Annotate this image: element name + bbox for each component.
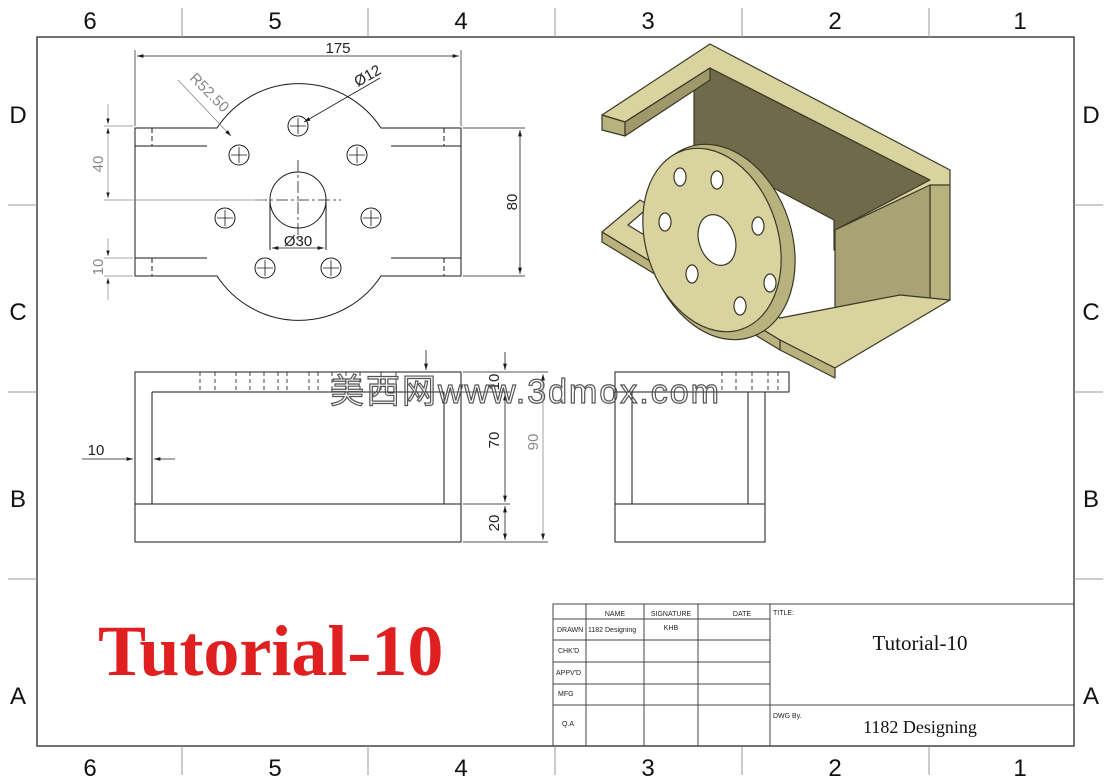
zone-row-d-right: D [1082,102,1099,129]
front-view [82,350,548,543]
zone-col-5-bottom: 5 [268,755,281,782]
tb-row-drawn-label: DRAWN [557,627,583,634]
tb-row-appvd-label: APPV'D [556,670,581,677]
tb-row-chkd-label: CHK'D [558,648,579,655]
zone-col-2-bottom: 2 [828,755,841,782]
zone-col-6-bottom: 6 [83,755,96,782]
zone-row-c: C [9,299,26,326]
dim-radius-52-50: R52.50 [186,70,232,116]
tb-title-value: Tutorial-10 [873,631,968,655]
zone-labels-right: D C B A [1082,102,1099,710]
side-view-hidden-lines [721,372,779,392]
tb-row-drawn-name: 1182 Designing [588,627,636,634]
front-view-inner-lines [135,391,461,505]
zone-row-d: D [9,102,26,129]
tb-row-drawn-signature: KHB [664,625,679,632]
side-view-inner-lines [615,391,765,505]
iso-bore [697,214,737,266]
front-view-hidden-lines [199,372,397,392]
zone-row-b: B [10,486,26,513]
tb-dwg-label: DWG By. [773,713,802,720]
zone-col-2: 2 [828,8,841,35]
top-view-outline [134,83,462,321]
iso-flange-holes [658,167,777,316]
dim-offset-10: 10 [90,259,107,276]
zone-labels-top: 6 5 4 3 2 1 [83,8,1026,35]
top-view [104,50,525,321]
zone-col-6: 6 [83,8,96,35]
isometric-view [601,43,951,379]
tb-row-mfg-label: MFG [558,691,574,698]
dim-height-80: 80 [504,194,521,211]
zone-col-5: 5 [268,8,281,35]
center-lines [255,160,341,240]
dim-bore-30: Ø30 [284,233,312,250]
zone-col-4: 4 [454,8,467,35]
dim-height-90: 90 [525,434,542,451]
dim-wall-10: 10 [88,442,105,459]
title-block [552,603,1075,747]
tutorial-title: Tutorial-10 [98,611,443,691]
zone-row-a-right: A [1083,683,1099,710]
bolt-holes [214,115,382,279]
dim-offset-40: 40 [90,156,107,173]
watermark-text: 美西网www.3dmox.com [330,373,721,411]
side-view [614,371,790,543]
tb-row-qa-label: Q.A [562,721,574,728]
zone-col-1: 1 [1013,8,1026,35]
tb-header-date: DATE [733,611,751,618]
tb-dwg-value: 1182 Designing [863,717,977,737]
center-marks [217,118,379,276]
zone-col-4-bottom: 4 [454,755,467,782]
zone-col-3-bottom: 3 [641,755,654,782]
tb-header-name: NAME [605,611,626,618]
zone-row-b-right: B [1083,486,1099,513]
zone-col-3: 3 [641,8,654,35]
dim-top-10: 10 [486,374,503,391]
zone-col-1-bottom: 1 [1013,755,1026,782]
zone-labels-left: D C B A [9,102,26,710]
front-view-outline [134,371,462,543]
zone-row-c-right: C [1082,299,1099,326]
top-view-inner-lines [135,145,461,259]
dim-width-175: 175 [325,40,350,57]
tb-title-label: TITLE: [773,610,794,617]
zone-row-a: A [10,683,26,710]
dim-hole-12: Ø12 [351,62,384,91]
dim-base-20: 20 [486,515,503,532]
tb-header-signature: SIGNATURE [651,611,692,618]
dim-height-70: 70 [486,432,503,449]
iso-right-wall [929,184,951,311]
zone-labels-bottom: 6 5 4 3 2 1 [83,755,1026,782]
